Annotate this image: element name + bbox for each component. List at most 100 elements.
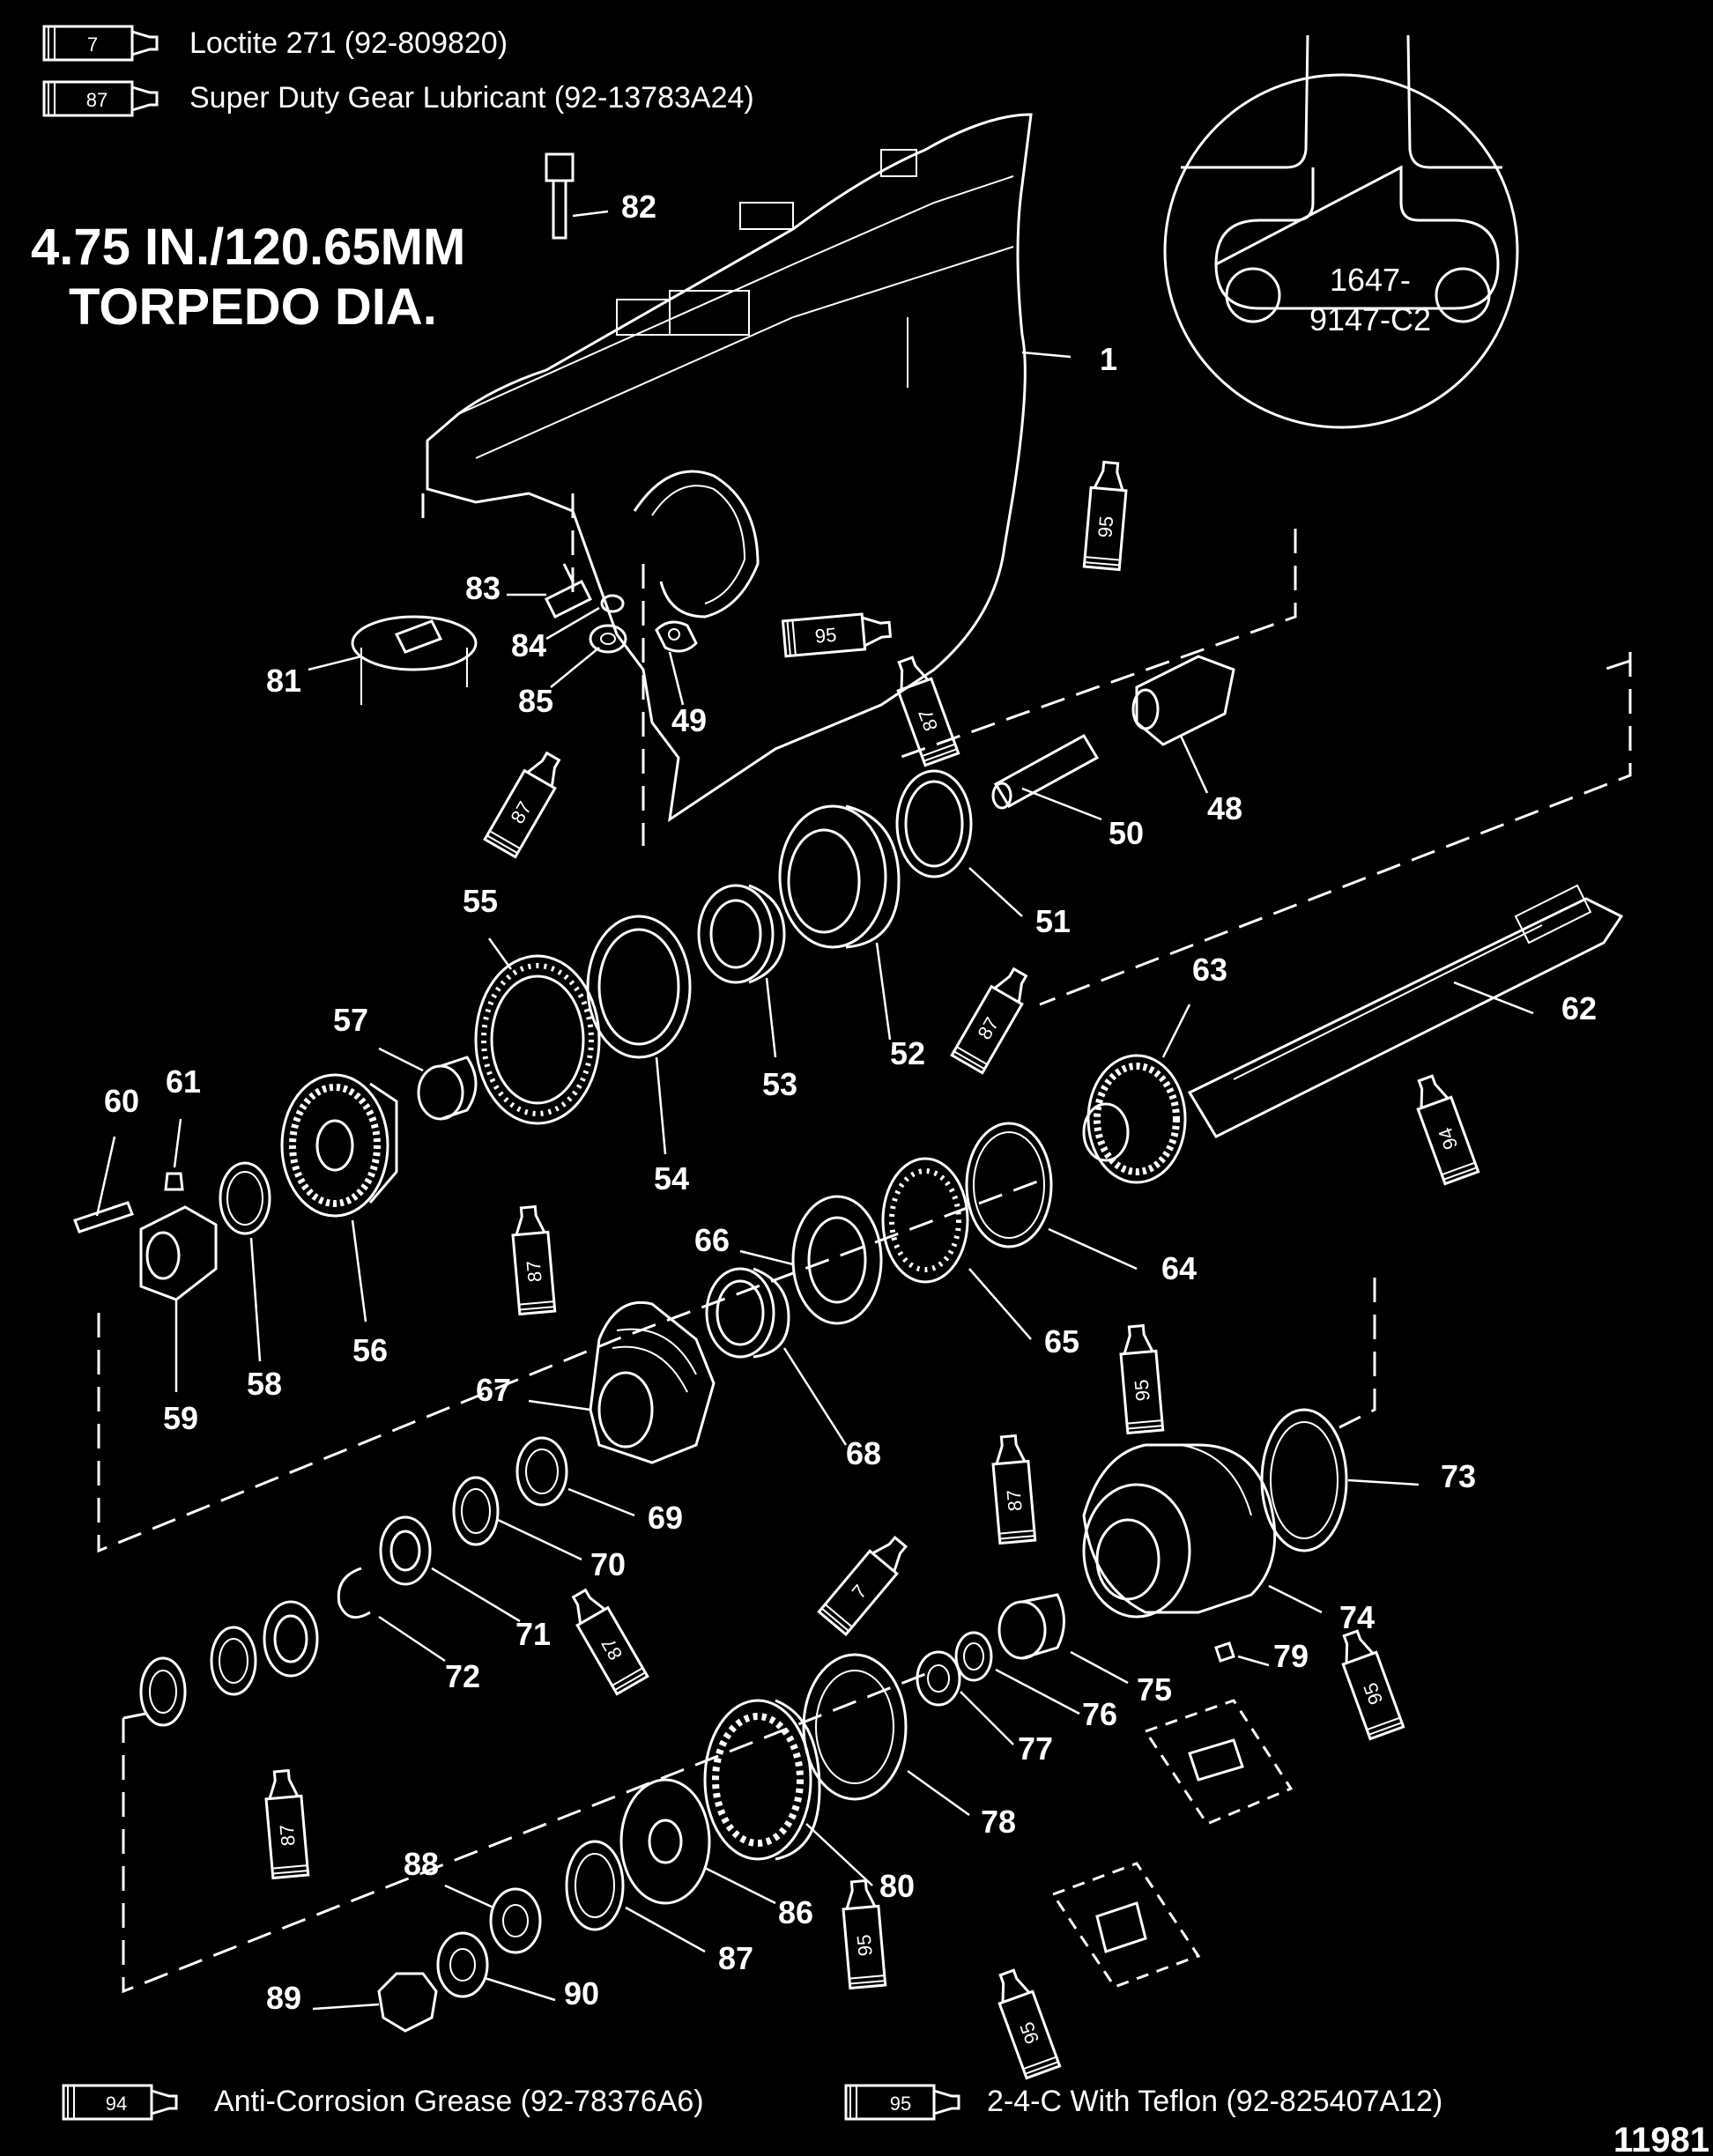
lubricant-tube-icon: 87 (264, 1768, 310, 1880)
callout-84: 84 (511, 606, 600, 663)
washer-69 (515, 1436, 568, 1507)
gear-housing (426, 113, 1033, 823)
callout-52: 52 (875, 942, 925, 1071)
callout-82: 82 (572, 189, 656, 225)
callout-87: 87 (625, 1906, 753, 1976)
leader-line (1237, 1655, 1270, 1667)
bearing-53 (697, 884, 786, 984)
tube-icon: 7 (42, 25, 159, 62)
shift-cam-48 (1131, 655, 1235, 746)
callout-number: 73 (1441, 1458, 1476, 1494)
leader-line (308, 655, 362, 671)
leader-line (1179, 735, 1209, 794)
retaining-ring-72 (337, 1567, 371, 1619)
tube-label: 95 (853, 1934, 877, 1958)
torpedo-size-subtitle: TORPEDO DIA. (69, 278, 437, 336)
callout-51: 51 (968, 867, 1071, 939)
legend-label: Loctite 271 (92-809820) (189, 26, 508, 60)
leader-line (550, 647, 600, 688)
callout-number: 63 (1192, 952, 1227, 988)
callout-66: 66 (694, 1222, 794, 1266)
legend-code: 95 (890, 2093, 911, 2115)
legend-label: Anti-Corrosion Grease (92-78376A6) (214, 2085, 704, 2118)
thrust-hub-86 (619, 1778, 711, 1905)
callout-number: 56 (352, 1332, 388, 1368)
callout-number: 71 (515, 1616, 551, 1652)
leader-line (1347, 1478, 1420, 1486)
callout-50: 50 (1021, 787, 1144, 851)
screw-82 (545, 152, 575, 240)
callout-number: 81 (266, 663, 301, 699)
lubricant-tube-icon: 87 (511, 1204, 557, 1316)
callout-number: 83 (465, 570, 501, 606)
callout-63: 63 (1161, 952, 1227, 1058)
pin-60 (73, 1201, 134, 1234)
leader-line (1021, 351, 1072, 359)
shim-54 (586, 915, 692, 1059)
callout-number: 48 (1207, 790, 1242, 826)
leader-line (625, 1906, 706, 1953)
leader-line (95, 1136, 116, 1217)
bearing-68 (705, 1267, 790, 1359)
lubricant-tube-icon: 95 (842, 1878, 887, 1990)
tube-label: 95 (814, 624, 838, 648)
thrust-bearing-55 (474, 954, 601, 1125)
callout-68: 68 (782, 1347, 881, 1471)
tab-retainer-90 (436, 1931, 489, 1998)
callout-74: 74 (1268, 1584, 1375, 1635)
callout-59: 59 (163, 1300, 198, 1436)
lubricant-tube-icon: 95 (1341, 1629, 1405, 1741)
lubricant-tube-icon: 95 (781, 612, 893, 658)
leader-line (528, 1399, 591, 1411)
tube-label: 95 (1015, 2019, 1043, 2048)
leader-line (249, 1237, 262, 1362)
callout-number: 52 (890, 1035, 925, 1071)
callout-number: 82 (621, 189, 656, 225)
inset-label-line2: 9147-C2 (1309, 301, 1431, 337)
leader-line (875, 942, 892, 1041)
lubricant-tube-icon: 95 (1082, 460, 1128, 572)
callout-1: 1 (1021, 341, 1117, 377)
callout-number: 69 (648, 1500, 683, 1536)
leader-line (572, 210, 609, 218)
legend-code: 87 (86, 89, 108, 111)
legend-anti-corrosion: 94 Anti-Corrosion Grease (92-78376A6) (62, 2084, 704, 2121)
leader-line (487, 937, 513, 970)
callout-65: 65 (968, 1268, 1079, 1360)
callout-48: 48 (1179, 735, 1242, 826)
leader-line (1161, 1004, 1191, 1058)
bearing-carrier-74 (1082, 1443, 1277, 1619)
lubricant-tube-icon: 87 (483, 751, 561, 859)
leader-line (968, 867, 1023, 917)
tube-label: 87 (523, 1260, 546, 1284)
washer-69-lower (139, 1656, 187, 1727)
legend-teflon-grease: 95 2-4-C With Teflon (92-825407A12) (844, 2084, 1442, 2121)
seal-76 (954, 1631, 993, 1682)
leader-line (351, 1219, 367, 1322)
callout-number: 79 (1273, 1638, 1309, 1674)
bearing-71-lower (263, 1600, 319, 1678)
torpedo-size-title: 4.75 IN./120.65MM (31, 219, 465, 276)
callout-number: 59 (163, 1400, 198, 1436)
callout-80: 80 (805, 1823, 915, 1904)
callout-57: 57 (333, 1002, 424, 1072)
callout-71: 71 (431, 1567, 551, 1652)
callout-number: 88 (404, 1846, 439, 1882)
lubricant-tube-icon: 95 (997, 1968, 1062, 2080)
callout-53: 53 (762, 977, 797, 1102)
callout-69: 69 (567, 1487, 683, 1536)
leader-line (704, 1866, 776, 1905)
tie-strap-79 (1214, 1641, 1235, 1663)
callout-79: 79 (1237, 1638, 1309, 1674)
callout-number: 80 (879, 1868, 915, 1904)
callout-56: 56 (351, 1219, 388, 1368)
leader-line (378, 1047, 424, 1072)
leader-line (739, 1249, 794, 1266)
callout-81: 81 (266, 655, 362, 699)
callout-89: 89 (266, 1980, 380, 2016)
callout-number: 51 (1035, 903, 1071, 939)
callout-number: 1 (1100, 341, 1117, 377)
leader-line (805, 1823, 873, 1886)
leader-line (960, 1691, 1014, 1745)
washer-84 (600, 594, 625, 613)
